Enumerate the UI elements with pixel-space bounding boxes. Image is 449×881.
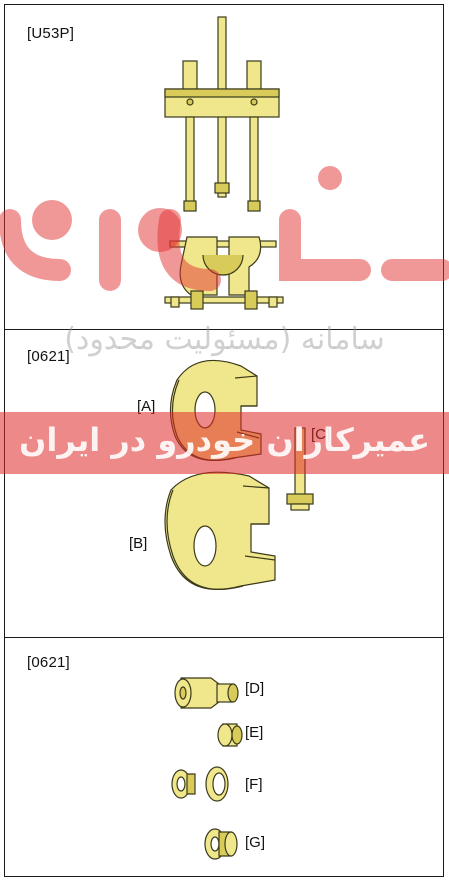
label-a: [A] [137,398,156,415]
tool-code: [U53P] [27,25,75,42]
label-g: [G] [245,834,266,851]
label-f: [F] [245,776,263,793]
adapter-illustration [164,359,314,590]
tool-cell-puller: [U53P] [5,5,443,329]
tool-cell-adapters: [0621] [A] [C] [B] [5,329,443,637]
puller-illustration [164,16,284,310]
tool-cell-collars: [0621] [D] [E] [F] [G] [5,637,443,878]
collar-illustration [171,677,243,860]
label-e: [E] [245,724,264,741]
label-b: [B] [129,535,148,552]
tool-code: [0621] [27,348,70,365]
label-d: [D] [245,680,265,697]
tool-code: [0621] [27,654,70,671]
special-tools-table: [U53P] [4,4,444,877]
